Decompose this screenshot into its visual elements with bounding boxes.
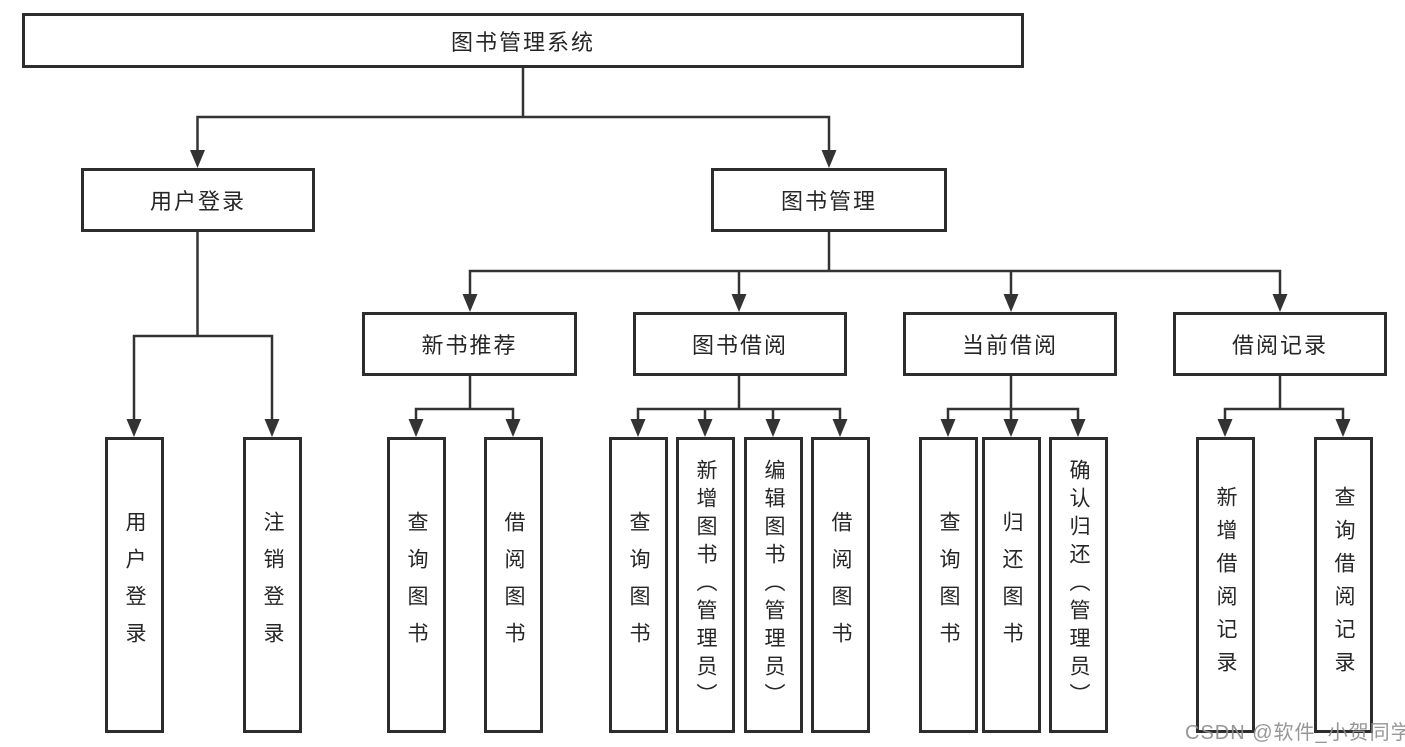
leaf-newbook-query-books-label: 查询图书 [405, 511, 428, 659]
csdn-watermark: CSDN @软件_小贺同学 [1185, 722, 1405, 744]
node-borrow-records: 借阅记录 [1173, 312, 1387, 376]
node-user-login-label: 用户登录 [149, 189, 246, 214]
node-new-book-recommend: 新书推荐 [362, 312, 577, 376]
leaf-edit-books-admin-label: 编辑图书（管理员） [762, 459, 785, 711]
node-new-book-recommend-label: 新书推荐 [421, 333, 518, 358]
leaf-newbook-borrow-books: 借阅图书 [484, 437, 543, 733]
leaf-logout-label: 注销登录 [261, 511, 284, 659]
leaf-user-login-label: 用户登录 [123, 511, 146, 659]
leaf-add-books-admin-label: 新增图书（管理员） [694, 459, 717, 711]
leaf-newbook-query-books: 查询图书 [387, 437, 446, 733]
leaf-query-borrow-record: 查询借阅记录 [1314, 437, 1373, 733]
node-root: 图书管理系统 [22, 13, 1024, 68]
node-current-borrow: 当前借阅 [903, 312, 1117, 376]
leaf-add-borrow-record-label: 新增借阅记录 [1214, 486, 1237, 684]
leaf-borrow-query-books: 查询图书 [609, 437, 668, 733]
leaf-current-query-books: 查询图书 [919, 437, 978, 733]
node-book-management: 图书管理 [711, 168, 947, 232]
node-root-label: 图书管理系统 [450, 29, 595, 55]
node-current-borrow-label: 当前借阅 [961, 333, 1058, 358]
leaf-user-login: 用户登录 [105, 437, 164, 733]
leaf-add-books-admin: 新增图书（管理员） [676, 437, 735, 733]
node-book-borrow: 图书借阅 [633, 312, 847, 376]
leaf-newbook-borrow-books-label: 借阅图书 [502, 511, 525, 659]
leaf-borrow-books-label: 借阅图书 [829, 511, 852, 659]
leaf-logout: 注销登录 [243, 437, 302, 733]
leaf-borrow-books: 借阅图书 [811, 437, 870, 733]
arrowheads [126, 150, 1351, 437]
leaf-current-query-books-label: 查询图书 [937, 511, 960, 659]
node-book-borrow-label: 图书借阅 [691, 333, 788, 358]
leaf-confirm-return-admin-label: 确认归还（管理员） [1067, 459, 1090, 711]
node-user-login: 用户登录 [81, 168, 315, 232]
leaf-edit-books-admin: 编辑图书（管理员） [744, 437, 803, 733]
leaf-query-borrow-record-label: 查询借阅记录 [1332, 486, 1355, 684]
node-book-management-label: 图书管理 [780, 189, 877, 214]
leaf-borrow-query-books-label: 查询图书 [627, 511, 650, 659]
leaf-return-books: 归还图书 [982, 437, 1041, 733]
leaf-confirm-return-admin: 确认归还（管理员） [1049, 437, 1108, 733]
leaf-return-books-label: 归还图书 [1000, 511, 1023, 659]
leaf-add-borrow-record: 新增借阅记录 [1196, 437, 1255, 733]
node-borrow-records-label: 借阅记录 [1231, 333, 1328, 358]
